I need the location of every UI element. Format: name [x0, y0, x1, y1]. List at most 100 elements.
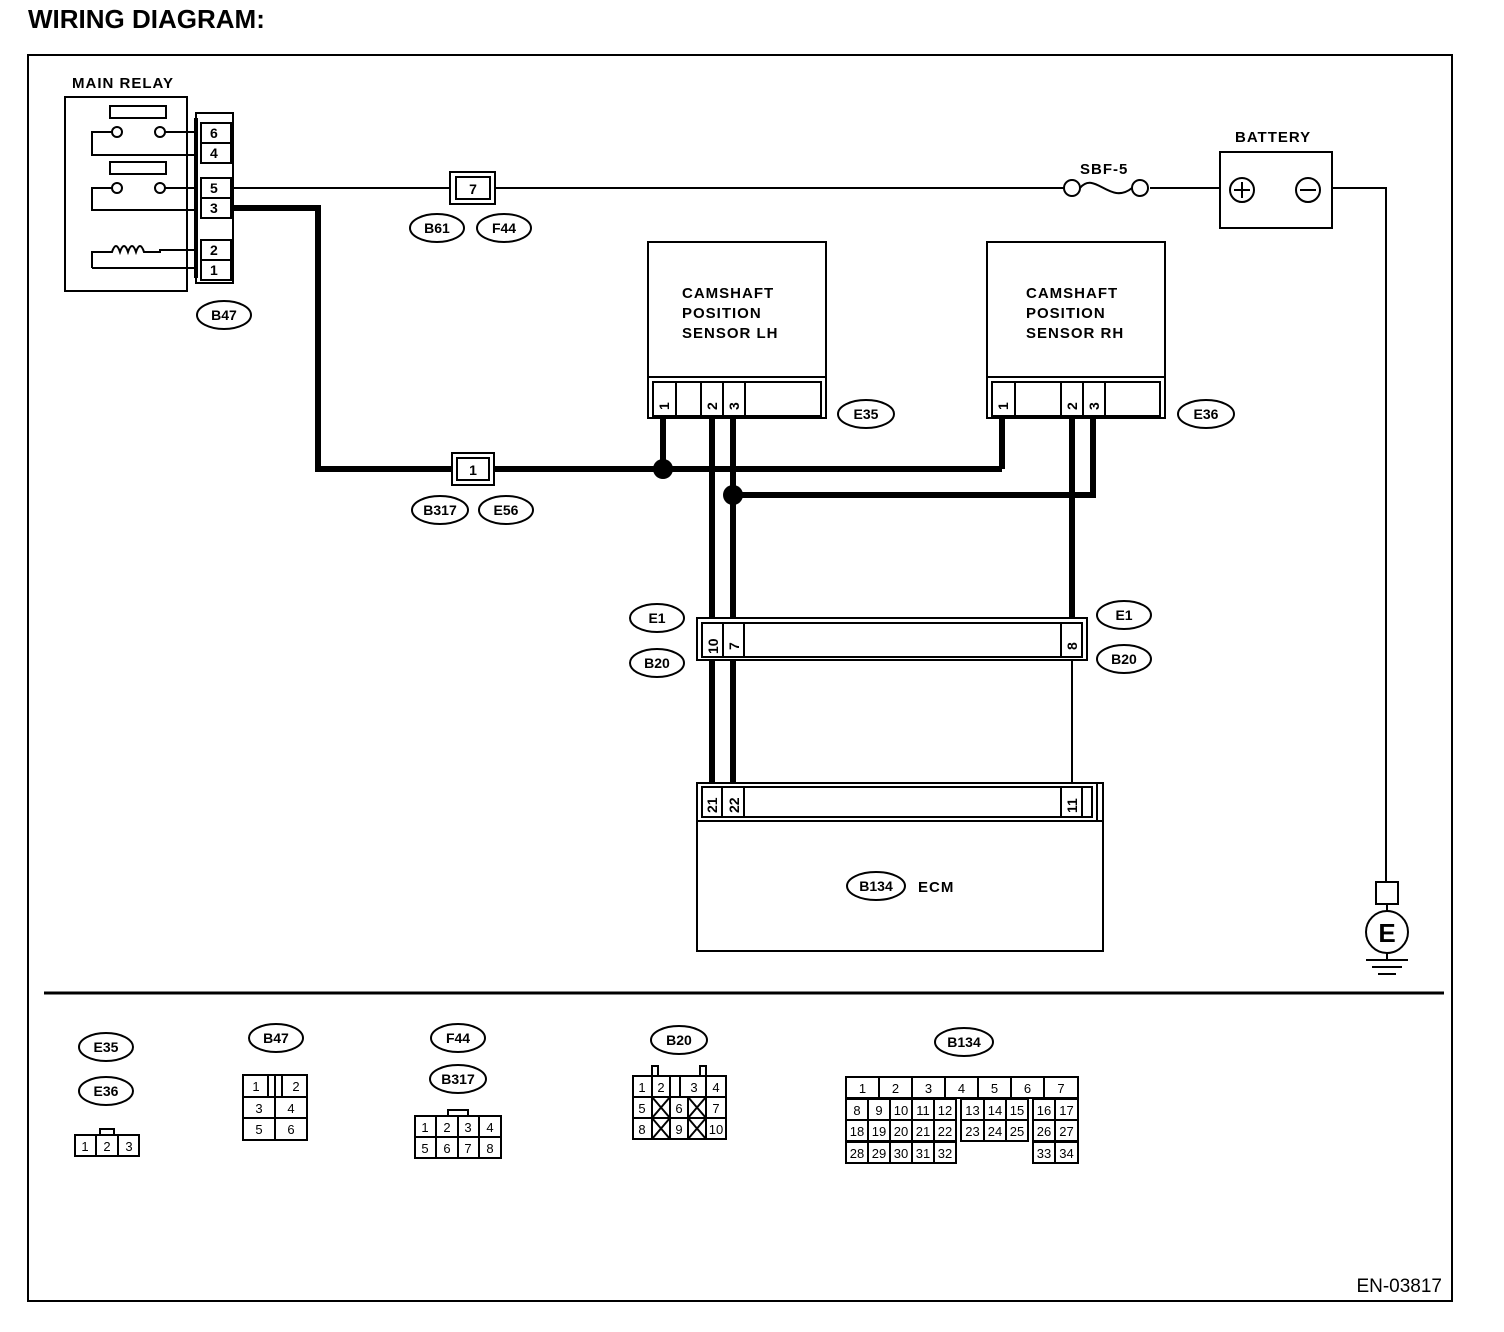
svg-text:7: 7: [726, 642, 742, 650]
b134-pin-label: 21: [916, 1124, 930, 1139]
svg-text:F44: F44: [492, 220, 516, 236]
relay-pin: 1: [210, 262, 218, 278]
connector-tag-b47: B47: [196, 300, 252, 330]
b134-pin-label: 12: [938, 1103, 952, 1118]
b134-pin-label: 4: [958, 1081, 965, 1096]
svg-text:E1: E1: [1115, 607, 1132, 623]
camshaft-sensor-lh: CAMSHAFT POSITION SENSOR LH 1 2 3: [647, 241, 827, 419]
svg-text:B317: B317: [441, 1071, 475, 1087]
main-relay-label: MAIN RELAY: [72, 75, 174, 92]
svg-text:1: 1: [638, 1080, 645, 1095]
svg-text:6: 6: [443, 1141, 450, 1156]
svg-text:2: 2: [443, 1120, 450, 1135]
svg-text:B20: B20: [644, 655, 670, 671]
wire-lh-signals: [709, 418, 736, 783]
b134-pin-label: 26: [1037, 1124, 1051, 1139]
svg-text:10: 10: [709, 1122, 723, 1137]
b134-pin-label: 2: [892, 1081, 899, 1096]
b134-pin-label: 28: [850, 1146, 864, 1161]
b134-pin-label: 32: [938, 1146, 952, 1161]
svg-text:10: 10: [705, 638, 721, 654]
svg-text:3: 3: [464, 1120, 471, 1135]
svg-text:F44: F44: [446, 1030, 470, 1046]
b134-pin-label: 6: [1024, 1081, 1031, 1096]
ground-label: E: [1378, 918, 1395, 948]
b134-pin-label: 29: [872, 1146, 886, 1161]
svg-text:8: 8: [1064, 642, 1080, 650]
svg-text:3: 3: [255, 1101, 262, 1116]
b134-pin-label: 1: [859, 1081, 866, 1096]
b134-pin-label: 34: [1059, 1146, 1073, 1161]
inline-connector-b61-f44: 7: [449, 171, 496, 205]
svg-text:1: 1: [469, 462, 477, 478]
b134-pin-label: 10: [894, 1103, 908, 1118]
wire-sensor-ground: [733, 418, 1096, 498]
svg-text:E35: E35: [94, 1039, 119, 1055]
svg-text:4: 4: [287, 1101, 294, 1116]
svg-text:E35: E35: [854, 406, 879, 422]
ground-symbol: E: [1365, 881, 1409, 975]
connector-tag-b20-left: B20: [629, 648, 685, 678]
wire-sensor-power: [233, 205, 452, 472]
camshaft-sensor-rh: CAMSHAFT POSITION SENSOR RH 1 2 3: [986, 241, 1166, 419]
svg-text:B47: B47: [263, 1030, 289, 1046]
b134-pin-label: 8: [853, 1103, 860, 1118]
relay-pin: 3: [210, 200, 218, 216]
splice-point: [723, 485, 743, 505]
svg-text:2: 2: [103, 1139, 110, 1154]
relay-pin: 6: [210, 125, 218, 141]
ecm: 21 22 11 ECM: [696, 782, 1104, 952]
connector-tag-e36: E36: [1177, 399, 1235, 429]
b134-pin-label: 30: [894, 1146, 908, 1161]
b134-pin-label: 20: [894, 1124, 908, 1139]
b134-pin-label: 25: [1010, 1124, 1024, 1139]
svg-text:E56: E56: [494, 502, 519, 518]
svg-text:1: 1: [81, 1139, 88, 1154]
relay-pin: 2: [210, 242, 218, 258]
svg-text:POSITION: POSITION: [682, 305, 762, 322]
svg-text:E36: E36: [1194, 406, 1219, 422]
svg-text:2: 2: [292, 1079, 299, 1094]
svg-text:22: 22: [726, 797, 742, 813]
inline-connector-b317-e56: 1: [451, 452, 495, 486]
svg-text:6: 6: [675, 1101, 682, 1116]
svg-text:6: 6: [287, 1122, 294, 1137]
svg-text:POSITION: POSITION: [1026, 305, 1106, 322]
legend-b20: B20 1 2 3 4 5 6 7 8 9 10: [632, 1025, 727, 1140]
svg-text:4: 4: [712, 1080, 719, 1095]
b134-pin-label: 13: [965, 1103, 979, 1118]
b134-pin-label: 16: [1037, 1103, 1051, 1118]
b134-pin-label: 23: [965, 1124, 979, 1139]
svg-text:3: 3: [690, 1080, 697, 1095]
svg-text:2: 2: [1064, 402, 1080, 410]
svg-text:SENSOR LH: SENSOR LH: [682, 325, 779, 342]
fuse-sbf5: SBF-5: [1063, 161, 1149, 197]
connector-tag-b134: B134: [846, 871, 906, 901]
b134-pin-label: 3: [925, 1081, 932, 1096]
document-code: EN-03817: [1356, 1276, 1442, 1297]
page-title: WIRING DIAGRAM:: [28, 4, 265, 34]
battery: BATTERY: [1219, 129, 1333, 229]
svg-text:E1: E1: [648, 610, 665, 626]
b134-pin-label: 15: [1010, 1103, 1024, 1118]
svg-text:B317: B317: [423, 502, 457, 518]
connector-tag-e1-right: E1: [1096, 600, 1152, 630]
b134-pin-label: 5: [991, 1081, 998, 1096]
svg-text:5: 5: [421, 1141, 428, 1156]
svg-text:3: 3: [726, 402, 742, 410]
svg-text:1: 1: [252, 1079, 259, 1094]
legend-b47: B47 1 2 3 4 5 6: [242, 1023, 308, 1141]
svg-text:5: 5: [638, 1101, 645, 1116]
relay-pin: 5: [210, 180, 218, 196]
ecm-label: ECM: [918, 879, 954, 896]
splice-point: [653, 459, 673, 479]
connector-tag-e56: E56: [478, 495, 534, 525]
b134-pin-label: 27: [1059, 1124, 1073, 1139]
b134-pin-label: 18: [850, 1124, 864, 1139]
svg-text:B20: B20: [1111, 651, 1137, 667]
svg-text:5: 5: [255, 1122, 262, 1137]
svg-text:3: 3: [125, 1139, 132, 1154]
svg-text:E36: E36: [94, 1083, 119, 1099]
